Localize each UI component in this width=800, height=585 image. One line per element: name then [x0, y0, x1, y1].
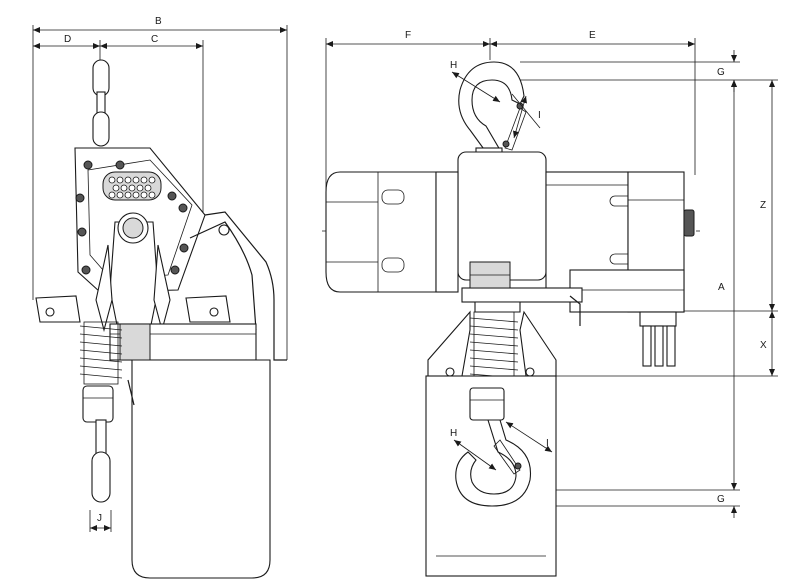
dimension-label-i-bottom: I [546, 438, 549, 449]
dimension-label-h-bottom: H [450, 428, 457, 439]
dimension-label-c: C [151, 34, 158, 45]
dimension-label-g-top: G [717, 67, 725, 78]
dimension-label-i-top: I [538, 110, 541, 121]
dimension-label-g-bottom: G [717, 494, 725, 505]
dimension-label-f: F [405, 30, 411, 41]
dimension-label-a: A [718, 282, 725, 293]
dimension-label-e: E [589, 30, 596, 41]
front-view: F E G Z A X G H I H I [322, 30, 778, 577]
dimension-label-b: B [155, 16, 162, 27]
side-view: B D C J [32, 16, 288, 579]
dimension-label-j: J [97, 513, 102, 524]
dimension-label-x: X [760, 340, 767, 351]
dimension-label-d: D [64, 34, 71, 45]
dimension-label-h-top: H [450, 60, 457, 71]
dimension-label-z: Z [760, 200, 766, 211]
